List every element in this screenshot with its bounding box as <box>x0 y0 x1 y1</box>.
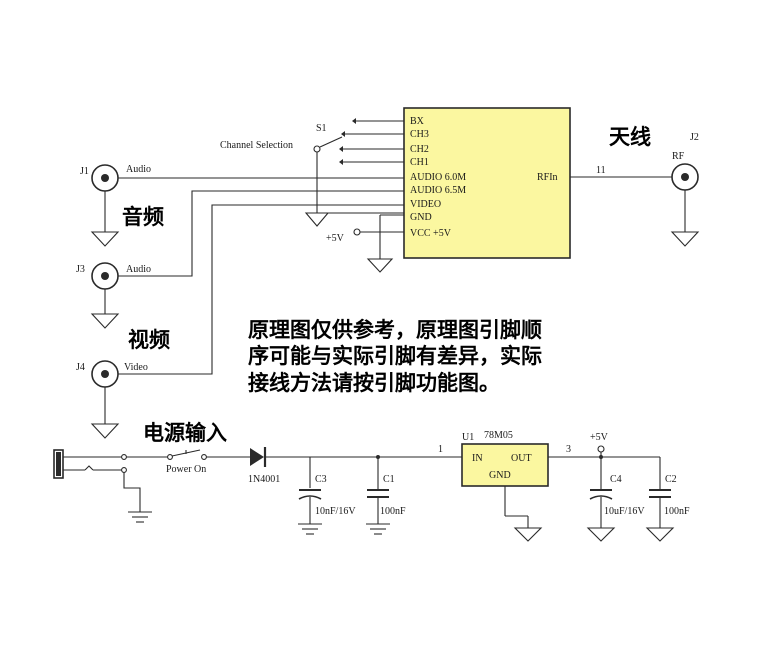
vout-label: +5V <box>590 432 609 443</box>
j1-audio-connector: J1 Audio 音频 <box>80 164 404 247</box>
rf-pin-number: 11 <box>596 165 606 176</box>
pin-vcc: VCC +5V <box>410 228 452 239</box>
note-line-1: 原理图仅供参考，原理图引脚顺 <box>248 318 542 342</box>
pin-audio-6-0m: AUDIO 6.0M <box>410 172 466 183</box>
reference-note: 原理图仅供参考，原理图引脚顺 序可能与实际引脚有差异，实际 接线方法请按引脚功能… <box>248 318 542 395</box>
note-line-2: 序可能与实际引脚有差异，实际 <box>248 344 542 368</box>
pin-video: VIDEO <box>410 199 441 210</box>
rf-output: 11 J2 RF 天线 <box>570 125 700 247</box>
pin-ch2: CH2 <box>410 144 429 155</box>
j1-ref: J1 <box>80 166 89 177</box>
c1-value: 100nF <box>380 506 406 517</box>
pin-rfin: RFIn <box>537 172 558 183</box>
power-input-annotation: 电源输入 <box>143 421 227 445</box>
c3-value: 10nF/16V <box>315 506 356 517</box>
reg-pin-in-number: 1 <box>438 444 443 455</box>
j2-label: RF <box>672 151 685 162</box>
reg-gnd-label: GND <box>489 470 511 481</box>
j3-label: Audio <box>126 264 151 275</box>
power-switch: Power On <box>166 449 250 475</box>
pin-audio-6-5m: AUDIO 6.5M <box>410 185 466 196</box>
modulator-module: BX CH3 CH2 CH1 AUDIO 6.0M AUDIO 6.5M VID… <box>403 107 571 259</box>
antenna-label: 天线 <box>609 125 651 149</box>
c4-ref: C4 <box>610 474 622 485</box>
note-line-3: 接线方法请按引脚功能图。 <box>248 371 500 395</box>
c2-value: 100nF <box>664 506 690 517</box>
module-gnd-wire <box>366 215 394 273</box>
c2-ref: C2 <box>665 474 677 485</box>
switch-ref: S1 <box>316 123 327 134</box>
reg-in-label: IN <box>472 453 483 464</box>
j4-ref: J4 <box>76 362 85 373</box>
reg-out-label: OUT <box>511 453 532 464</box>
c4-value: 10uF/16V <box>604 506 645 517</box>
video-annotation: 视频 <box>128 328 170 352</box>
regulator-78m05: 1 U1 78M05 IN OUT GND 3 <box>438 430 660 542</box>
module-pin-stubs <box>315 120 404 216</box>
output-5v: +5V <box>590 432 609 459</box>
switch-label: Channel Selection <box>220 140 293 151</box>
c1-ref: C1 <box>383 474 395 485</box>
capacitor-c4: C4 10uF/16V <box>586 457 645 542</box>
pin-gnd: GND <box>410 212 432 223</box>
j4-video-connector: J4 Video <box>76 204 404 439</box>
j3-ref: J3 <box>76 264 85 275</box>
channel-selection-switch: S1 Channel Selection <box>220 118 356 227</box>
vcc-label: +5V <box>326 233 345 244</box>
j1-label: Audio <box>126 164 151 175</box>
pin-bx: BX <box>410 116 425 127</box>
module-vcc-wire: +5V <box>326 228 404 244</box>
capacitor-c3: C3 10nF/16V <box>298 457 356 535</box>
reg-part: 78M05 <box>484 430 513 441</box>
diode-label: 1N4001 <box>248 474 280 485</box>
j4-label: Video <box>124 362 148 373</box>
capacitor-c2: C2 100nF <box>645 457 690 542</box>
j2-connector-pin <box>681 173 689 181</box>
audio-annotation: 音频 <box>122 205 164 229</box>
pin-ch3: CH3 <box>410 129 429 140</box>
pin-ch1: CH1 <box>410 157 429 168</box>
c3-ref: C3 <box>315 474 327 485</box>
reg-ref: U1 <box>462 432 474 443</box>
diode-1n4001: 1N4001 <box>248 447 462 485</box>
j3-audio-connector: J3 Audio 视频 <box>76 190 404 352</box>
j2-ref: J2 <box>690 132 699 143</box>
dc-jack <box>53 449 168 523</box>
capacitor-c1: C1 100nF <box>366 455 406 535</box>
power-switch-label: Power On <box>166 464 206 475</box>
reg-pin-out-number: 3 <box>566 444 571 455</box>
